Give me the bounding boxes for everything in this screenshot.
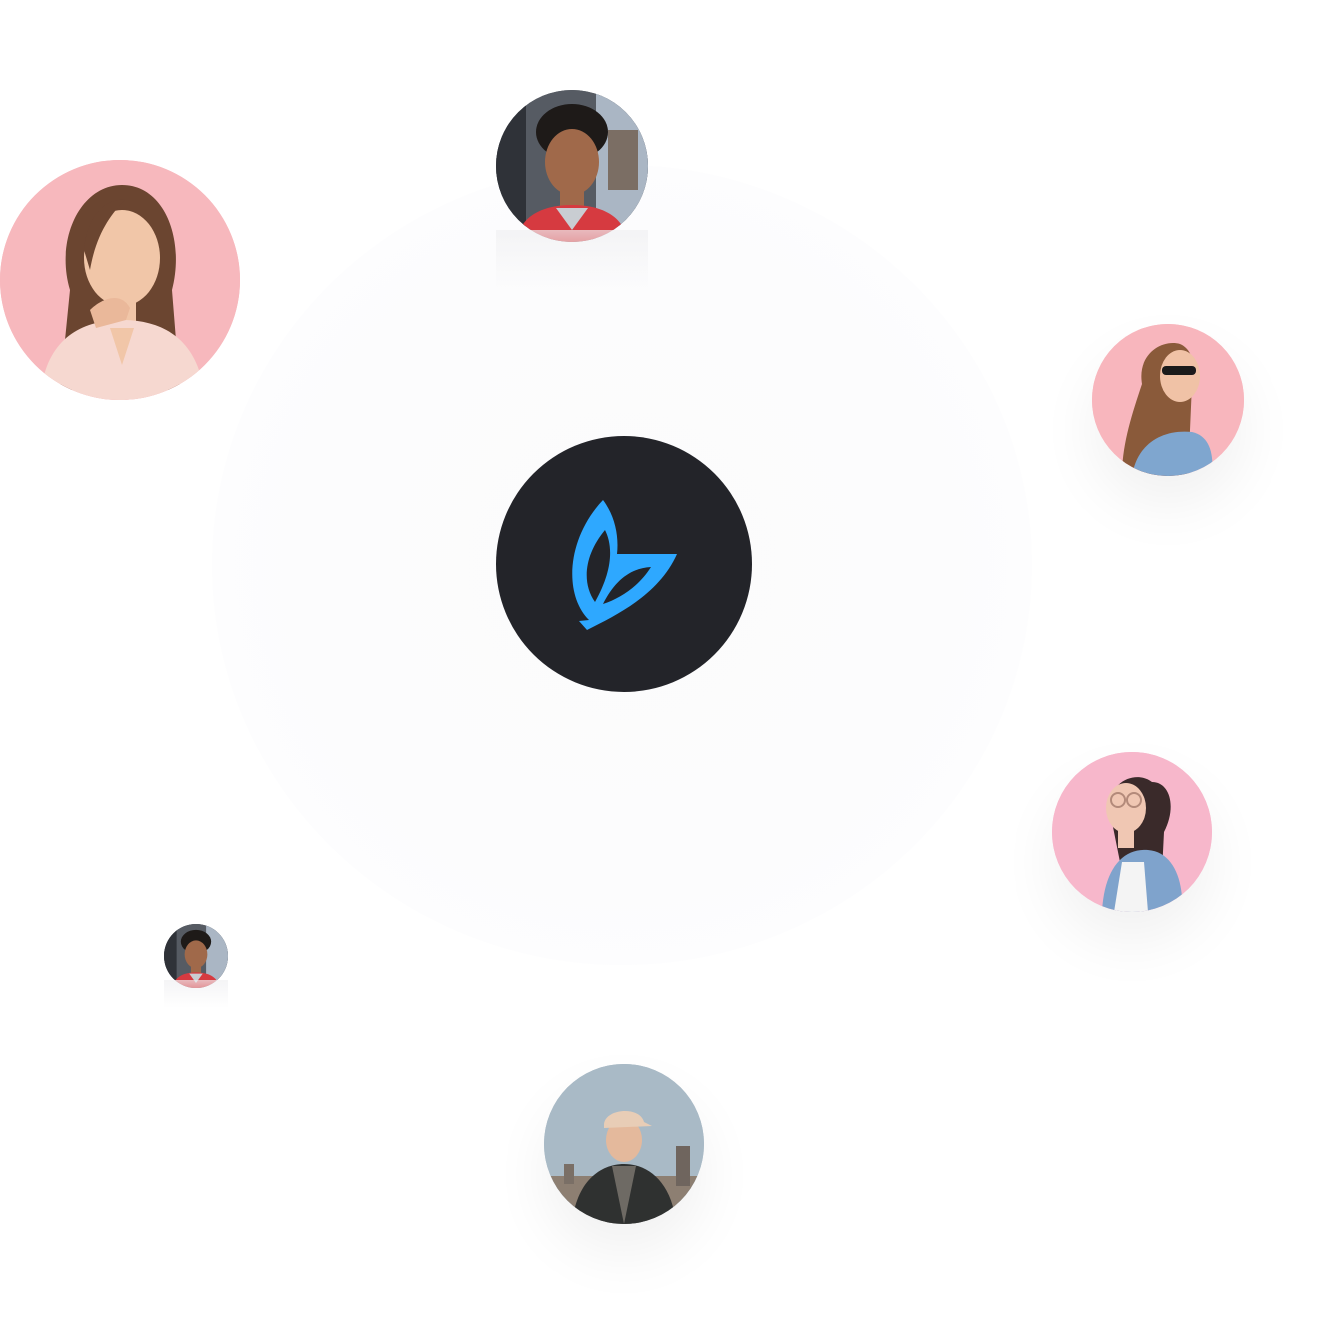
avatar-reflection bbox=[496, 230, 648, 290]
avatar-man-curly-hair bbox=[496, 90, 648, 242]
avatar-woman-pink-background bbox=[0, 160, 240, 400]
avatar-man-curly-hair-small bbox=[164, 924, 228, 988]
avatar-woman-glasses bbox=[1052, 752, 1212, 912]
avatar-reflection-small bbox=[164, 980, 228, 1008]
leaf-logo-icon bbox=[572, 500, 677, 630]
avatar-man-cap bbox=[544, 1064, 704, 1224]
avatar-woman-sunglasses bbox=[1092, 324, 1244, 476]
hub-logo-circle bbox=[496, 436, 752, 692]
